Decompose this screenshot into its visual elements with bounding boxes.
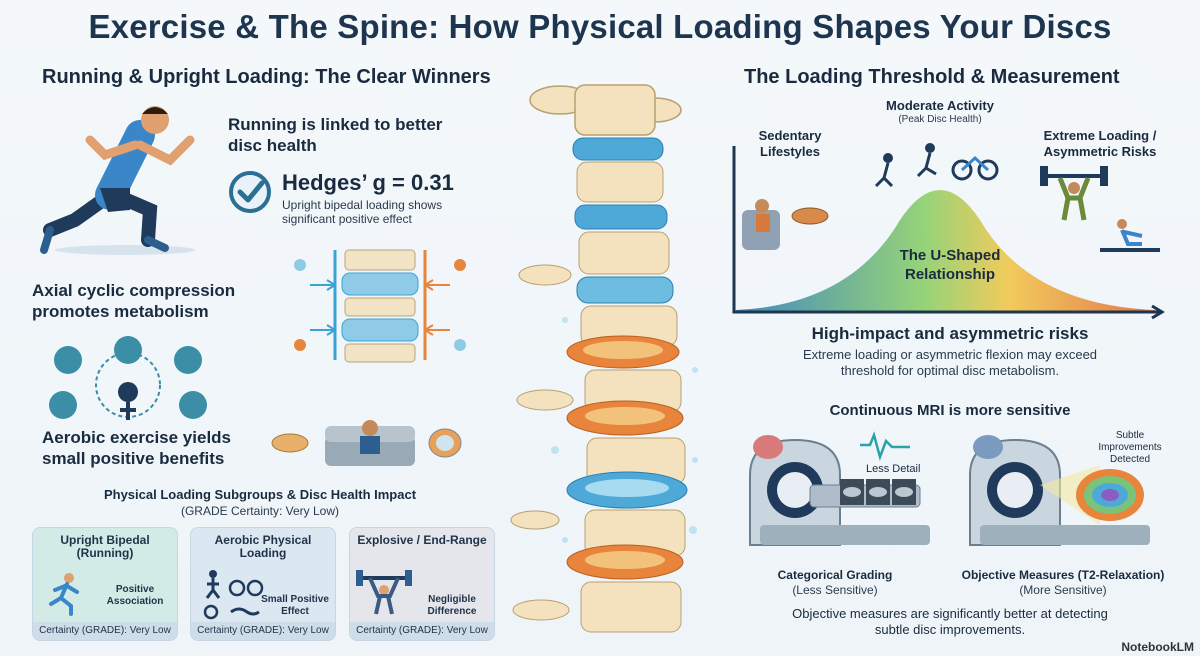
less-detail-label: Less Detail — [866, 463, 921, 475]
card-head: Upright Bipedal (Running) — [60, 533, 150, 560]
subgroup-card-aerobic: Aerobic Physical Loading Small Positive … — [190, 527, 336, 641]
card-head: Explosive / End-Range — [357, 533, 487, 547]
running-claim: Running is linked to better disc health — [228, 115, 443, 155]
mri-scanner-icon — [749, 431, 930, 546]
card-value: Positive Association — [106, 584, 164, 607]
subgroups-title: Physical Loading Subgroups & Disc Health… — [103, 487, 417, 502]
categorical-grading-label: Categorical Grading — [777, 568, 893, 582]
axial-compression-text: Axial cyclic compression promotes metabo… — [32, 281, 236, 321]
risk-title: High-impact and asymmetric risks — [811, 324, 1089, 343]
page-title: Exercise & The Spine: How Physical Loadi… — [88, 8, 1112, 45]
compression-diagram-icon — [294, 249, 466, 363]
stat-description: Upright bipedal loading shows significan… — [282, 198, 443, 226]
left-section-title: Running & Upright Loading: The Clear Win… — [42, 66, 491, 88]
aerobic-network-icon — [49, 336, 207, 420]
subgroup-card-explosive: Explosive / End-Range Negligible Differe… — [349, 527, 495, 641]
sedentary-label: Sedentary Lifestyles — [758, 128, 822, 159]
right-section-title: The Loading Threshold & Measurement — [744, 66, 1120, 88]
mri-scanner-objective-icon — [969, 435, 1150, 546]
u-shaped-curve-diagram — [732, 143, 1165, 320]
mri-title: Continuous MRI is more sensitive — [829, 402, 1071, 419]
card-value: Negligible Difference — [427, 594, 477, 617]
aerobic-text: Aerobic exercise yields small positive b… — [42, 428, 232, 468]
subgroups-subtitle: (GRADE Certainty: Very Low) — [180, 504, 340, 518]
extreme-loading-label: Extreme Loading / Asymmetric Risks — [1043, 128, 1157, 159]
aerobic-small-icon — [203, 570, 264, 620]
weightlifter-small-icon — [356, 570, 412, 615]
card-foot: Certainty (GRADE): Very Low — [33, 622, 177, 640]
moderate-activity-label: Moderate Activity — [886, 98, 994, 113]
spine-icon — [510, 84, 698, 633]
subtle-improvements-label: Subtle Improvements Detected — [1098, 430, 1162, 465]
subgroup-card-running: Upright Bipedal (Running) Positive Assoc… — [32, 527, 178, 641]
categorical-grading-sub: (Less Sensitive) — [792, 583, 878, 597]
sofa-icon — [271, 420, 462, 466]
runner-icon — [40, 106, 195, 255]
check-icon — [229, 171, 271, 213]
objective-measures-label: Objective Measures (T2-Relaxation) — [961, 568, 1165, 582]
card-value: Small Positive Effect — [261, 594, 329, 617]
risk-description: Extreme loading or asymmetric flexion ma… — [802, 347, 1098, 378]
card-head: Aerobic Physical Loading — [214, 533, 312, 560]
brand-logo: NotebookLM — [1121, 640, 1194, 654]
runner-small-icon — [49, 573, 79, 616]
conclusion-text: Objective measures are significantly bet… — [792, 606, 1108, 637]
objective-measures-sub: (More Sensitive) — [1019, 583, 1107, 597]
peak-disc-health-label: (Peak Disc Health) — [898, 114, 982, 125]
hedges-g-stat: Hedges’ g = 0.31 — [282, 170, 454, 195]
card-foot: Certainty (GRADE): Very Low — [350, 622, 494, 640]
u-shaped-label: The U-Shaped Relationship — [899, 247, 1001, 283]
card-foot: Certainty (GRADE): Very Low — [191, 622, 335, 640]
